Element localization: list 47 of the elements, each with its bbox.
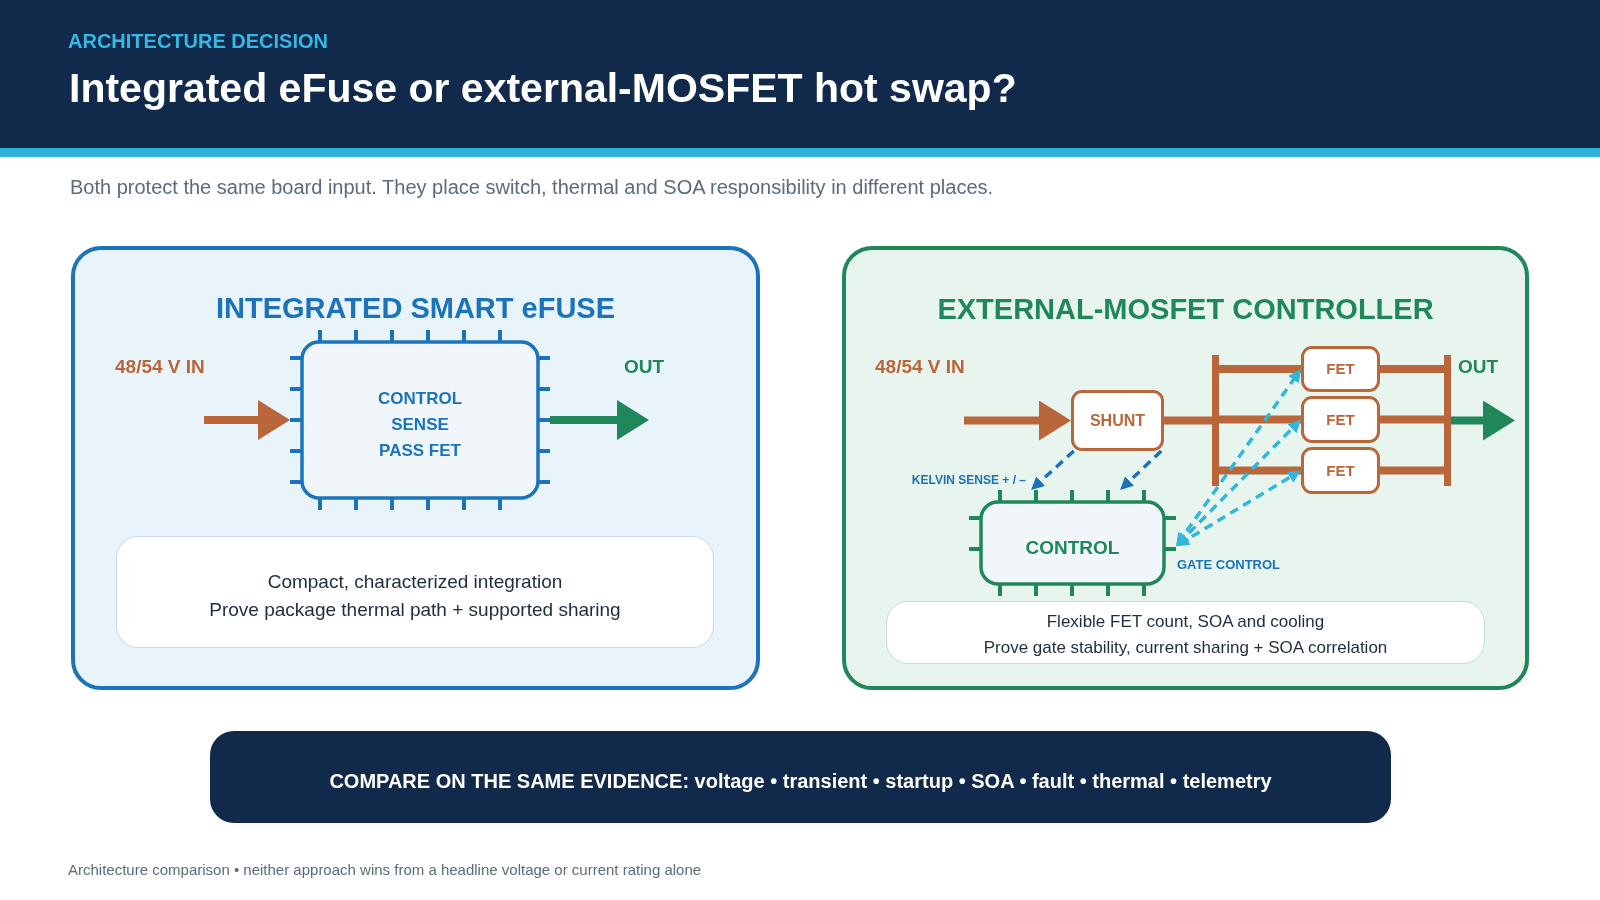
dashed-arrow [1176, 369, 1301, 547]
component-label: SHUNT [1089, 410, 1146, 431]
output-label: OUT [624, 355, 665, 379]
chip-label: SENSE [391, 413, 449, 436]
component-label: FET [1326, 360, 1355, 378]
note-text: Prove package thermal path + supported sharing [209, 598, 621, 622]
note-card [886, 601, 1485, 664]
dashed-arrow [1176, 419, 1301, 547]
ic-chip [969, 490, 1176, 596]
chip-label: PASS FET [379, 439, 461, 462]
dashed-arrow [1031, 449, 1075, 490]
connector-line [1380, 466, 1444, 475]
input-label: 48/54 V IN [115, 355, 205, 379]
panel-heading: EXTERNAL-MOSFET CONTROLLER [937, 291, 1434, 327]
footer-note: Architecture comparison • neither approach wins from a headline voltage or current rating alone [68, 861, 702, 879]
dashed-arrow [1120, 449, 1163, 490]
note-text: Flexible FET count, SOA and cooling [1046, 610, 1325, 633]
component-block [1301, 396, 1380, 443]
component-block [1301, 346, 1380, 392]
subtitle: Both protect the same board input. They place switch, thermal and SOA responsibility in different places. [70, 175, 994, 199]
page-title: Integrated eFuse or external-MOSFET hot swap? [69, 64, 1017, 114]
ic-chip [290, 330, 550, 510]
banner-text: COMPARE ON THE SAME EVIDENCE: voltage • transient • startup • SOA • fault • thermal • telemetry [329, 769, 1272, 794]
connector-line [1380, 415, 1444, 424]
chip-label: CONTROL [377, 387, 462, 410]
dashed-arrow [1176, 470, 1301, 547]
output-label: OUT [1458, 355, 1499, 379]
eyebrow-label: ARCHITECTURE DECISION [68, 29, 328, 53]
component-label: FET [1326, 410, 1355, 429]
comparison-panel [71, 246, 760, 690]
comparison-panel [842, 246, 1529, 690]
summary-banner [210, 731, 1391, 823]
bus-bar [1212, 355, 1219, 486]
note-text: Compact, characterized integration [267, 570, 563, 594]
input-label: 48/54 V IN [875, 355, 965, 379]
connector-line [1164, 416, 1212, 425]
panel-heading: INTEGRATED SMART eFUSE [216, 290, 615, 326]
note-card [116, 536, 714, 648]
chip-label: CONTROL [1025, 536, 1120, 560]
signal-label: KELVIN SENSE + / – [911, 472, 1026, 488]
component-block [1301, 447, 1380, 494]
component-label: FET [1326, 461, 1355, 480]
bus-bar [1444, 355, 1451, 486]
component-block [1071, 390, 1164, 451]
signal-label: GATE CONTROL [1177, 557, 1281, 573]
connector-line [1380, 365, 1444, 373]
note-text: Prove gate stability, current sharing + SOA correlation [983, 636, 1388, 659]
